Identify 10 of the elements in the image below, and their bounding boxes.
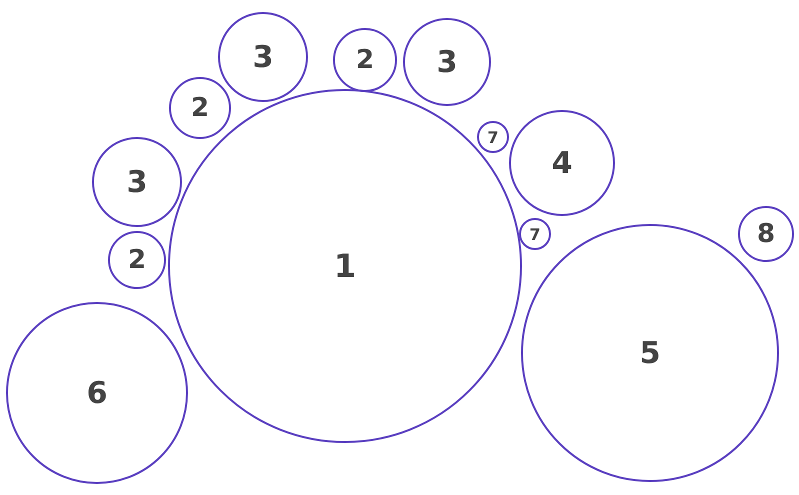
numbered-circle: 2 (333, 28, 397, 92)
numbered-circle: 6 (6, 302, 188, 484)
numbered-circle: 8 (738, 206, 794, 262)
numbered-circle: 2 (108, 231, 166, 289)
numbered-circle: 7 (519, 218, 551, 250)
numbered-circle: 2 (169, 77, 231, 139)
numbered-circle: 3 (403, 18, 491, 106)
numbered-circle: 4 (509, 110, 615, 216)
numbered-circle: 3 (218, 12, 308, 102)
numbered-circle: 3 (92, 137, 182, 227)
